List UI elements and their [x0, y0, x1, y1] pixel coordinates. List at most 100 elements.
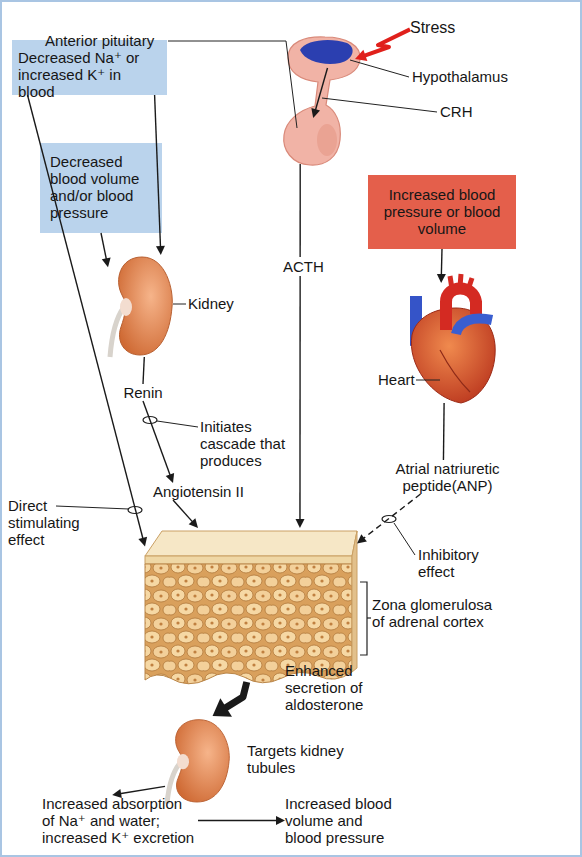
- ureter: [110, 307, 124, 357]
- heart-groove: [440, 350, 470, 392]
- edge-label: ACTH: [281, 257, 326, 276]
- connector-line: [225, 682, 247, 708]
- node-text: Anterior pituitary: [45, 32, 154, 49]
- connector: [357, 494, 421, 543]
- connector-line: [443, 403, 445, 460]
- leader-line: [350, 60, 409, 77]
- connector: [112, 786, 165, 798]
- diagram-node: Angiotensin II: [153, 483, 253, 500]
- bracket: [360, 582, 367, 655]
- kidney-shape: [176, 720, 230, 802]
- diagram-node: Stress: [410, 18, 470, 37]
- node-text: Increased blood pressure or blood volume: [382, 186, 502, 237]
- node-text: Stress: [410, 18, 470, 37]
- connector-line: [155, 95, 161, 248]
- connector: [173, 500, 198, 528]
- edge-label: Inhibitory effect: [418, 546, 498, 580]
- node-text: Angiotensin II: [153, 483, 253, 500]
- arrow-head: [138, 537, 147, 547]
- diagram-node: Anterior pituitary: [282, 118, 334, 164]
- connector-line: [101, 233, 106, 260]
- diagram-node: Heart: [400, 283, 498, 403]
- connector-line: [364, 29, 410, 55]
- node-text: Decreased Na⁺ or increased K⁺ in blood: [18, 49, 161, 100]
- connector: [28, 95, 148, 546]
- arteries: [450, 274, 472, 290]
- leader-line: [56, 506, 129, 509]
- aorta: [446, 289, 476, 331]
- arrow-head: [213, 698, 232, 717]
- leader-line: [394, 523, 415, 555]
- connector-line: [315, 68, 327, 111]
- connector: [101, 233, 111, 267]
- diagram-node: Increased blood volume and blood pressur…: [285, 795, 397, 846]
- node-text: Decreased blood volume and/or blood pres…: [50, 153, 150, 221]
- node-text: Hypothalamus: [412, 68, 508, 85]
- arrow-head: [311, 108, 320, 118]
- connector: [143, 357, 144, 384]
- edge-label: Enhanced secretion of aldosterone: [285, 662, 385, 713]
- posterior-lobe: [317, 124, 337, 156]
- diagram-node: Targets kidney tubules: [165, 716, 233, 804]
- connector: [155, 95, 165, 255]
- kidney-illustration: [167, 720, 229, 804]
- connector: [143, 401, 174, 483]
- node-text: Kidney: [188, 295, 234, 312]
- heart-body: [411, 308, 495, 403]
- leader-line: [168, 41, 297, 128]
- callout-ring: [382, 516, 396, 523]
- connector: [311, 68, 327, 118]
- diagram-node: Zona glomerulosa of adrenal cortex: [145, 528, 357, 682]
- hypothalamus-region: [300, 40, 353, 64]
- node-text: Increased absorption of Na⁺ and water; i…: [42, 795, 198, 846]
- pulmonary-trunk: [456, 319, 492, 334]
- renal-pelvis: [177, 754, 189, 769]
- node-text: Atrial natriuretic peptide(ANP): [380, 460, 515, 494]
- leader-line: [416, 380, 440, 381]
- connector: [295, 164, 304, 528]
- connector-line: [363, 494, 421, 539]
- connector: [437, 249, 446, 283]
- diagram-node: Renin: [120, 384, 166, 401]
- node-text: Increased blood volume and blood pressur…: [285, 795, 397, 846]
- connector: [213, 682, 247, 717]
- kidney-illustration: [110, 257, 172, 357]
- arrow-head: [189, 518, 198, 528]
- arrow-head: [102, 258, 111, 268]
- vena-cava: [410, 296, 422, 346]
- connector: [443, 403, 445, 460]
- connector-line: [143, 357, 144, 384]
- process-box: Increased blood pressure or blood volume: [368, 175, 516, 249]
- node-text: Renin: [120, 384, 166, 401]
- adrenal-tissue: [145, 531, 357, 684]
- connector-line: [28, 95, 144, 539]
- arrow-head: [355, 50, 367, 61]
- bracket-tick: [367, 617, 371, 618]
- connector-line: [441, 249, 443, 276]
- node-text: Zona glomerulosa of adrenal cortex: [372, 596, 502, 630]
- connector: [355, 29, 410, 61]
- diagram-node: Increased absorption of Na⁺ and water; i…: [42, 795, 198, 846]
- pituitary-illustration: [284, 37, 360, 165]
- diagram-node: Kidney: [108, 255, 174, 357]
- kidney-shape: [119, 257, 173, 355]
- edge-label: Direct stimulating effect: [8, 497, 88, 548]
- connector-line: [143, 401, 170, 476]
- arrow-head: [166, 473, 174, 483]
- connector-line: [198, 820, 278, 821]
- arrow-head: [156, 246, 165, 255]
- callout-ring: [143, 417, 157, 424]
- arrow-head: [295, 519, 304, 528]
- leader-line: [157, 421, 198, 427]
- arrow-head: [357, 534, 367, 543]
- renal-pelvis: [120, 298, 132, 316]
- arrow-head: [276, 816, 285, 825]
- capsule-top: [145, 531, 357, 556]
- connector: [198, 816, 285, 825]
- tissue-side: [352, 531, 357, 672]
- process-box: Decreased blood volume and/or blood pres…: [40, 143, 162, 233]
